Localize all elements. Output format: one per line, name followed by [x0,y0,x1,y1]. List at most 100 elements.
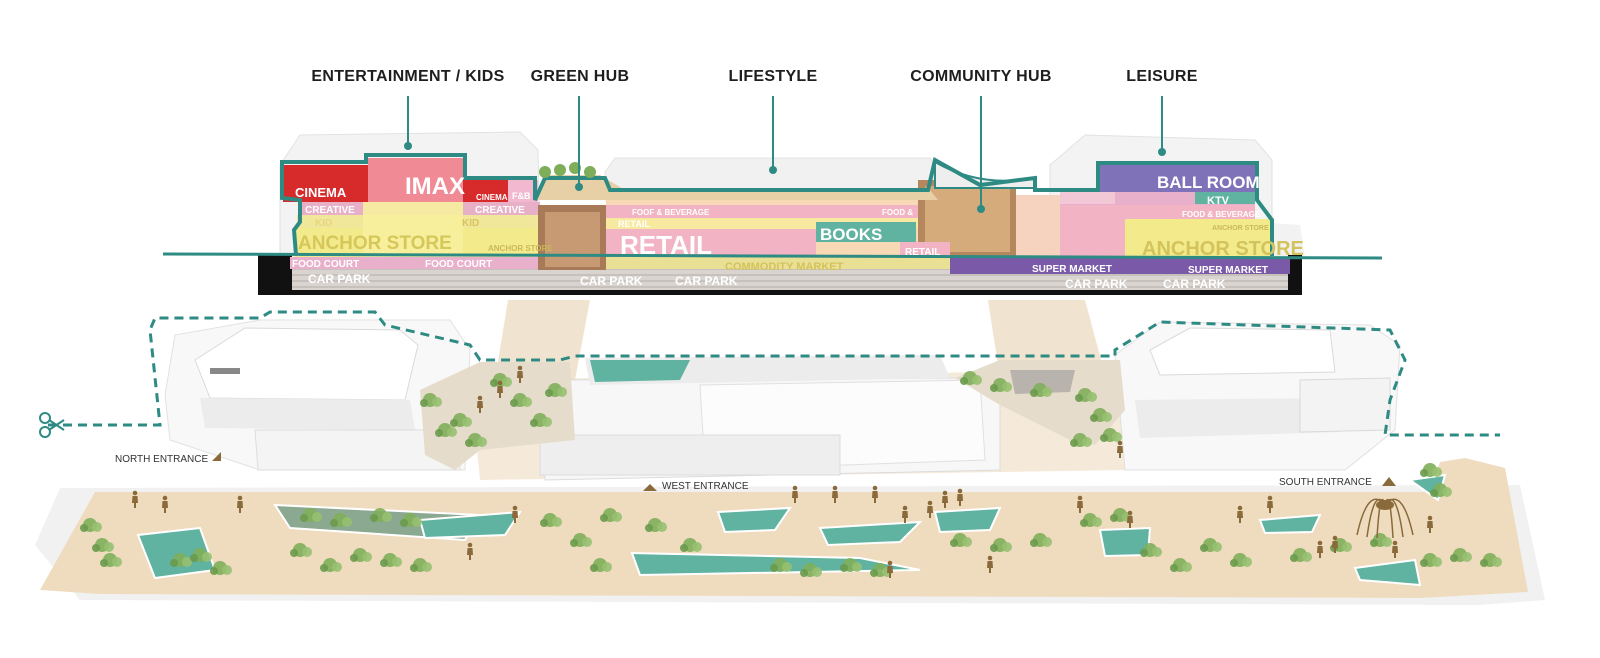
plaza [40,458,1528,598]
tree [1030,533,1052,547]
label-anchor-store-left: ANCHOR STORE [298,233,452,254]
tree [435,423,457,437]
person-figure [467,542,473,560]
tree [950,533,972,547]
person-figure [902,505,908,523]
person-figure [1237,505,1243,523]
tree [510,393,532,407]
trees [80,371,1502,577]
south-entrance-marker [1382,477,1396,486]
pools [136,473,1447,587]
label-car-park-2: CAR PARK [580,274,643,288]
tree [1170,558,1192,572]
tree [420,393,442,407]
tree [1030,383,1052,397]
tree [840,558,862,572]
person-figure [872,485,878,503]
retail-block [606,229,816,257]
tree [92,538,114,552]
tree [1090,408,1112,422]
label-books: BOOKS [820,225,882,244]
tree [1480,553,1502,567]
tree [1100,428,1122,442]
label-creative-2: CREATIVE [475,205,525,216]
tree [770,558,792,572]
label-car-park-1: CAR PARK [308,272,371,286]
tree [1290,548,1312,562]
ball-room-block [1100,165,1255,192]
tree [1200,538,1222,552]
roof-tree [554,164,566,176]
tree [465,433,487,447]
kitchen-strip [1060,192,1115,204]
tree [960,371,982,385]
west-entrance-label: WEST ENTRANCE [662,481,749,492]
tree [1080,513,1102,527]
leader-dot-lifestyle [769,166,777,174]
scissors-icon [39,412,65,438]
tree [645,518,667,532]
label-creative-1: CREATIVE [305,205,355,216]
label-super-market-1: SUPER MARKET [1032,264,1112,275]
label-anchor-store-left-small: ANCHOR STORE [488,244,553,253]
person-figure [887,560,893,578]
label-car-park-4: CAR PARK [1065,277,1128,291]
person-figure [1392,540,1398,558]
label-ktv: KTV [1207,195,1230,207]
books-block [816,222,916,242]
person-figure [1077,495,1083,513]
leader-dot-entertainment [404,142,412,150]
person-figure [162,495,168,513]
tree [210,561,232,575]
tree [190,548,212,562]
tree [380,553,402,567]
tree [80,518,102,532]
person-figure [942,490,948,508]
tree [370,508,392,522]
person-figure [132,490,138,508]
person-figure [1317,540,1323,558]
tree [1075,388,1097,402]
tree [350,548,372,562]
person-figure [1332,535,1338,553]
label-cinema-small: CINEMA [476,193,508,202]
green-roof-north [420,362,575,470]
person-figure [237,495,243,513]
label-retail-small: RETAIL [618,219,650,229]
tree [1070,433,1092,447]
header-lifestyle: LIFESTYLE [728,68,818,85]
tree [100,553,122,567]
tree [1420,463,1442,477]
north-entrance-label: NORTH ENTRANCE [115,454,209,465]
tree [290,543,312,557]
person-figure [517,365,523,383]
person-figure [512,505,518,523]
leader-lifestyle [772,96,774,168]
tree [1140,543,1162,557]
roof-tree [584,166,596,178]
label-anchor-store-right: ANCHOR STORE [1142,238,1304,260]
person-figure [832,485,838,503]
tree [530,413,552,427]
tree [540,513,562,527]
leader-leisure [1161,96,1163,151]
header-green-hub: GREEN HUB [530,68,630,85]
label-food-court-2: FOOD COURT [425,259,492,270]
header-leisure: LEISURE [1126,68,1198,85]
label-ball-room: BALL ROOM [1157,173,1260,192]
tree [400,513,422,527]
label-food-court-1: FOOD COURT [292,259,359,270]
section-outline [280,153,1274,256]
tree [450,413,472,427]
label-kid-2: KID [462,218,479,229]
label-kid-1: KID [315,218,332,229]
tree [300,508,322,522]
level-food-court [290,257,540,269]
person-figure [497,380,503,398]
label-commodity-market: COMMODITY MARKET [725,261,844,273]
north-building [164,319,471,471]
tree [680,538,702,552]
